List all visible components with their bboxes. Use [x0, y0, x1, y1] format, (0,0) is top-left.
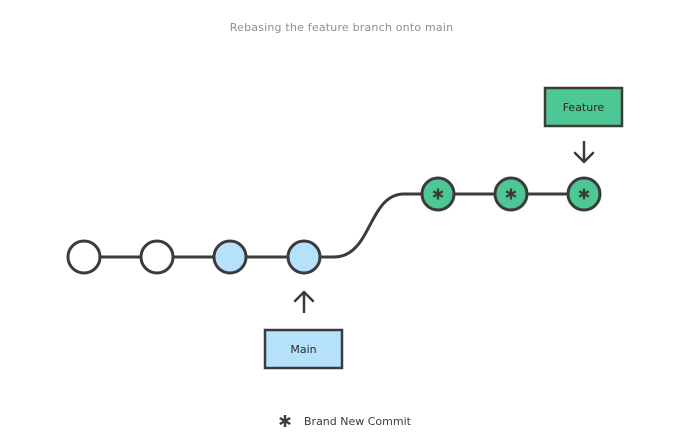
asterisk-icon: [578, 188, 590, 200]
arrow-down-icon: [573, 141, 595, 164]
commit-c4: [286, 239, 322, 275]
diagram-title: Rebasing the feature branch onto main: [229, 21, 454, 34]
main-label-text: Main: [290, 343, 316, 356]
legend-label: Brand New Commit: [304, 414, 411, 428]
rebase-curve: [304, 192, 438, 259]
asterisk-icon: [505, 188, 517, 200]
asterisk-icon: [279, 415, 291, 427]
commit-c2: [139, 239, 175, 275]
asterisk-icon: [432, 188, 444, 200]
legend: Brand New Commit: [278, 412, 411, 430]
arrow-up-icon: [293, 290, 315, 313]
commit-c3: [212, 239, 248, 275]
commit-c1: [66, 239, 102, 275]
main-branch-label: Main: [263, 328, 344, 370]
commit-c6: [493, 176, 529, 212]
commit-c7: [566, 176, 602, 212]
feature-label-text: Feature: [563, 101, 605, 114]
commit-c5: [420, 176, 456, 212]
feature-branch-label: Feature: [543, 86, 624, 128]
